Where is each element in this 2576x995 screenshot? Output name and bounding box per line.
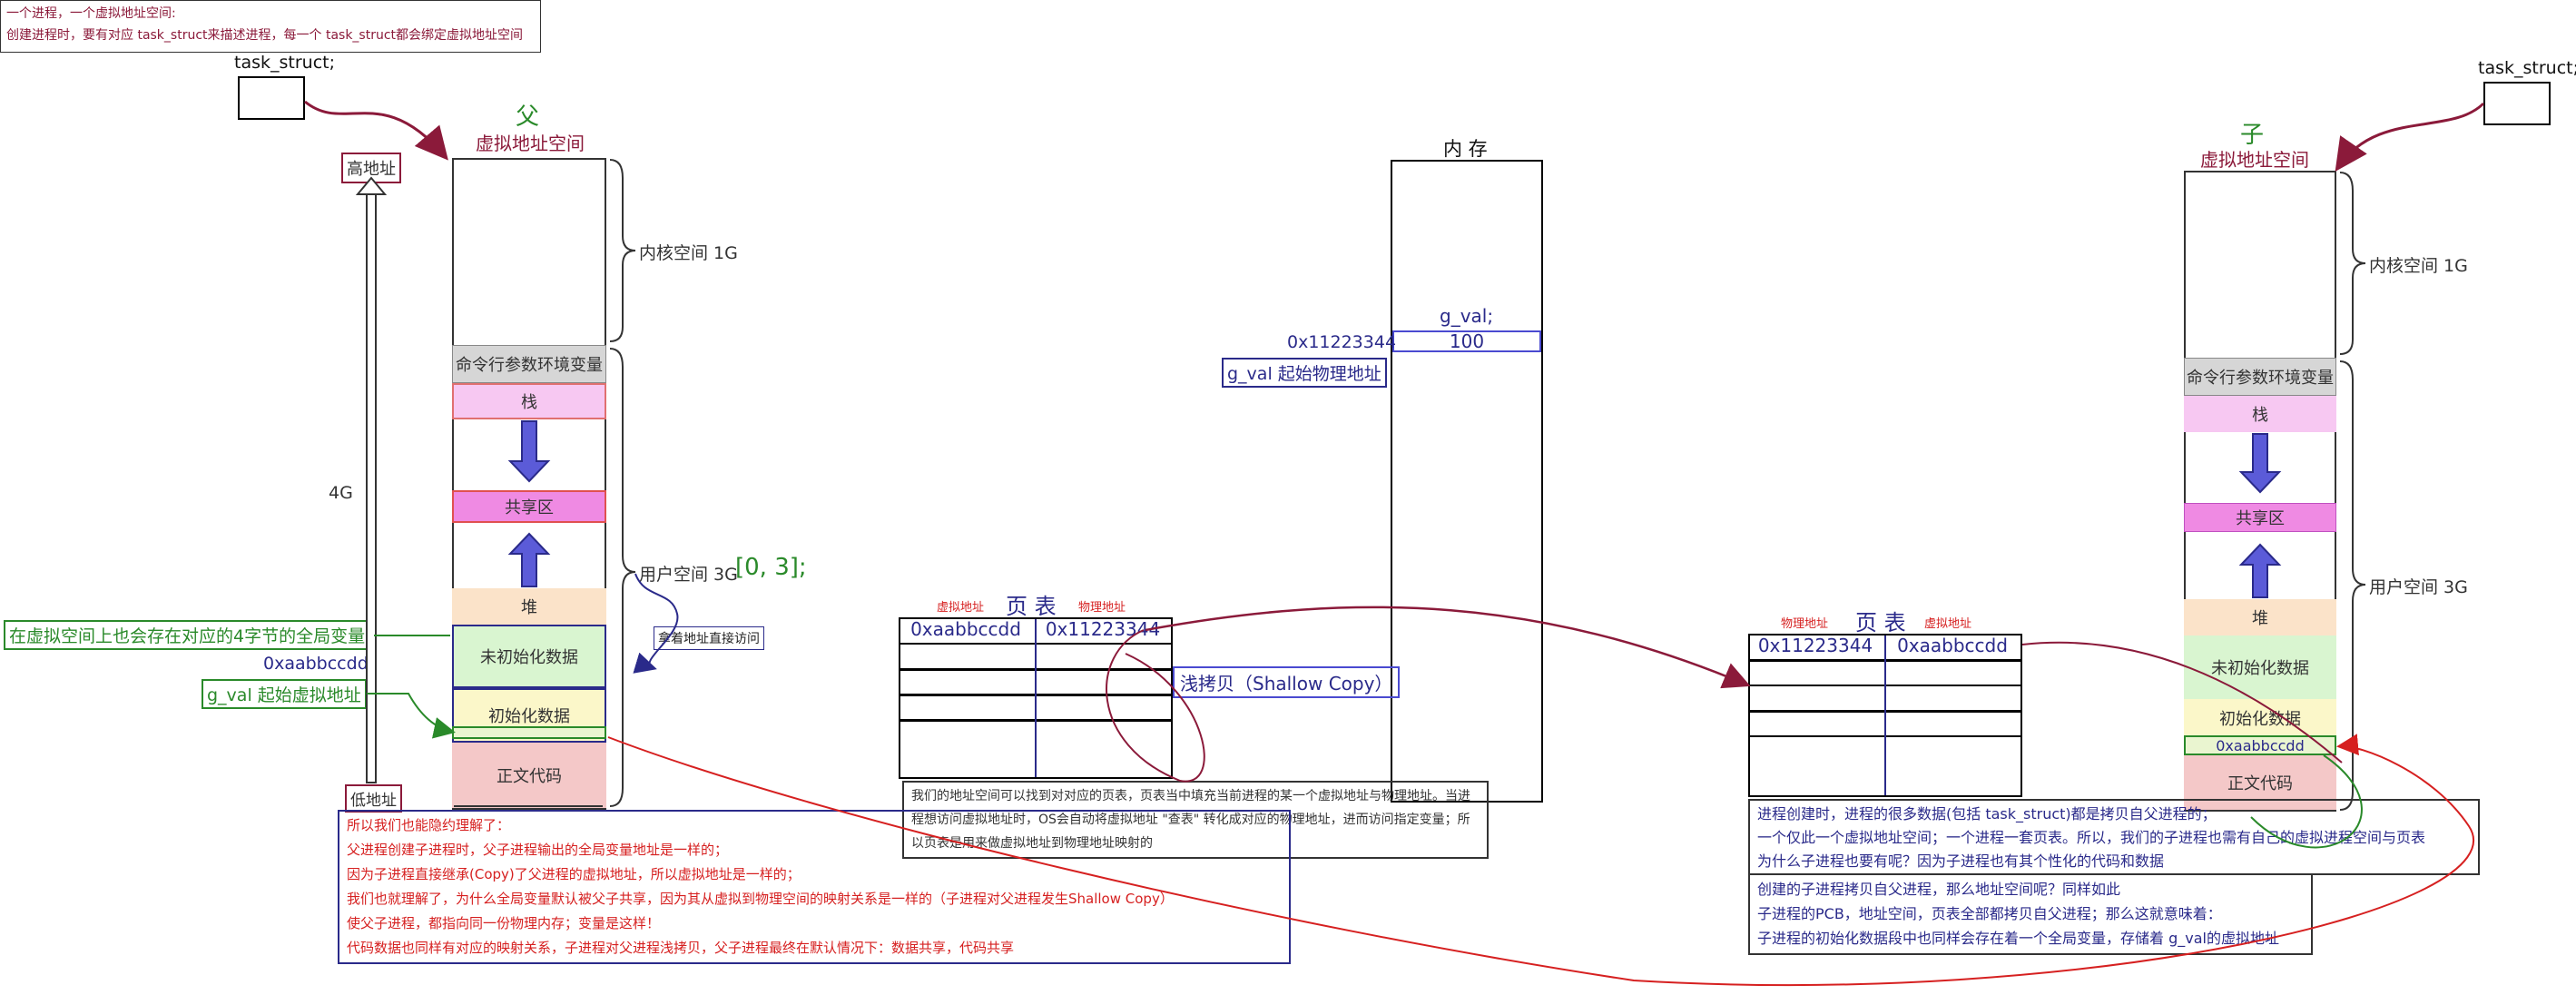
parent-task-link — [304, 100, 448, 161]
parent-title-top: 父 — [516, 103, 540, 131]
rn1-line-2: 为什么子进程也要有呢？因为子进程也有其个性化的代码和数据 — [1757, 852, 2165, 870]
direct-access-note: 拿着地址直接访问 — [654, 626, 764, 650]
child-vaddr-slot: 0xaabbccdd — [2184, 735, 2336, 755]
parent-vaddr: 0xaabbccdd — [263, 654, 369, 674]
pt-right-table — [1748, 634, 2022, 797]
child-kernel-brace — [2339, 172, 2366, 355]
right-note-1: 进程创建时，进程的很多数据(包括 task_struct)都是拷贝自父进程的； … — [1748, 799, 2480, 875]
child-task-struct-box — [2483, 82, 2551, 125]
pt-right-col-physical: 物理地址 — [1781, 617, 1829, 631]
pt-left-col-physical: 物理地址 — [1078, 601, 1126, 615]
pt-right-row-physical: 0x11223344 — [1757, 635, 1873, 656]
rn2-line-0: 创建的子进程拷贝自父进程，那么地址空间呢？同样如此 — [1757, 881, 2121, 898]
child-seg-uninit: 未初始化数据 — [2184, 635, 2336, 699]
parent-seg-stack: 栈 — [452, 383, 606, 419]
bl-note-line-0: 所以我们也能隐约理解了： — [347, 817, 511, 833]
bl-note-line-4: 使父子进程，都指向同一份物理内存；变量是这样！ — [347, 915, 661, 931]
direct-access-arrow — [633, 573, 679, 674]
child-seg-init: 初始化数据 — [2184, 699, 2336, 739]
child-task-link — [2335, 102, 2485, 172]
parent-user-label: 用户空间 3G — [639, 565, 738, 585]
bl-note-line-5: 代码数据也同样有对应的映射关系，子进程对父进程浅拷贝，父子进程最终在默认情况下：… — [347, 940, 1015, 956]
rn1-line-0: 进程创建时，进程的很多数据(包括 task_struct)都是拷贝自父进程的； — [1757, 805, 2217, 823]
low-address-label: 低地址 — [345, 784, 402, 813]
global-var-note: 在虚拟空间上也会存在对应的4字节的全局变量 — [4, 620, 371, 650]
parent-task-struct-box — [238, 76, 305, 120]
bl-note-line-1: 父进程创建子进程时，父子进程输出的全局变量地址是一样的； — [347, 842, 729, 858]
parent-seg-uninit: 未初始化数据 — [452, 625, 606, 688]
top-note-line2: 创建进程时，要有对应 task_struct来描述进程，每一个 task_str… — [6, 28, 524, 43]
rn2-line-1: 子进程的PCB，地址空间，页表全部都拷贝自父进程；那么这就意味着： — [1757, 905, 2222, 922]
parent-seg-env: 命令行参数环境变量 — [452, 345, 606, 383]
bl-note-line-2: 因为子进程直接继承(Copy)了父进程的虚拟地址，所以虚拟地址是一样的； — [347, 866, 801, 882]
child-user-brace — [2339, 360, 2366, 811]
size-4g-label: 4G — [329, 483, 353, 503]
pt-left-row-virtual: 0xaabbccdd — [910, 618, 1021, 640]
pt-right-row-virtual: 0xaabbccdd — [1897, 635, 2008, 656]
parent-title-bottom: 虚拟地址空间 — [476, 133, 585, 154]
right-note-2: 创建的子进程拷贝自父进程，那么地址空间呢？同样如此 子进程的PCB，地址空间，页… — [1748, 873, 2313, 955]
rn1-line-1: 一个仅此一个虚拟地址空间；一个进程一套页表。所以，我们的子进程也需有自己的虚拟进… — [1757, 829, 2426, 846]
memory-box — [1391, 160, 1543, 803]
parent-gval-slot — [452, 726, 606, 739]
gval-vaddr-label: g_val 起始虚拟地址 — [202, 679, 367, 709]
memory-gval: g_val; — [1440, 305, 1494, 327]
parent-user-brace — [609, 348, 636, 807]
child-title-top: 子 — [2240, 122, 2265, 149]
gval-vaddr-link — [367, 693, 456, 739]
child-seg-stack: 栈 — [2184, 396, 2336, 432]
pt-left-table — [899, 617, 1173, 779]
memory-title: 内 存 — [1443, 138, 1488, 160]
top-note: 一个进程，一个虚拟地址空间: 创建进程时，要有对应 task_struct来描述… — [0, 0, 541, 53]
child-kernel-label: 内核空间 1G — [2369, 256, 2468, 276]
parent-seg-heap: 堆 — [452, 588, 606, 625]
bl-note-line-3: 我们也就理解了，为什么全局变量默认被父子共享，因为其从虚拟到物理空间的映射关系是… — [347, 891, 1174, 907]
pt-left-col-virtual: 虚拟地址 — [937, 601, 985, 615]
parent-task-struct-label: task_struct; — [234, 53, 335, 73]
pt-right-title: 页 表 — [1855, 610, 1906, 635]
pt-left-title: 页 表 — [1006, 594, 1057, 619]
parent-seg-shared: 共享区 — [452, 490, 606, 523]
parent-kernel-brace — [609, 159, 636, 342]
pt-left-row-physical: 0x11223344 — [1045, 618, 1161, 640]
child-title-bottom: 虚拟地址空间 — [2200, 149, 2309, 171]
parent-seg-text: 正文代码 — [452, 743, 606, 808]
memory-paddr: 0x11223344 — [1287, 332, 1397, 352]
child-seg-heap: 堆 — [2184, 599, 2336, 635]
child-user-label: 用户空间 3G — [2369, 577, 2468, 597]
shallow-copy-label: 浅拷贝（Shallow Copy） — [1173, 666, 1401, 698]
top-note-line1: 一个进程，一个虚拟地址空间: — [6, 6, 176, 21]
rn2-line-2: 子进程的初始化数据段中也同样会存在着一个全局变量，存储着 g_val的虚拟地址 — [1757, 930, 2279, 947]
gval-paddr-label: g_val 起始物理地址 — [1222, 358, 1387, 388]
bottom-left-note: 所以我们也能隐约理解了： 父进程创建子进程时，父子进程输出的全局变量地址是一样的… — [338, 810, 1291, 964]
pt-right-col-virtual: 虚拟地址 — [1924, 617, 1972, 631]
high-address-label: 高地址 — [341, 153, 401, 183]
memory-value-cell: 100 — [1392, 330, 1541, 352]
child-seg-shared: 共享区 — [2184, 503, 2336, 532]
child-seg-env: 命令行参数环境变量 — [2184, 358, 2336, 396]
parent-range-label: [0, 3]; — [735, 554, 807, 581]
parent-kernel-label: 内核空间 1G — [639, 243, 738, 263]
child-task-struct-label: task_struct; — [2478, 58, 2576, 78]
addr-range-arrow-shaft — [366, 188, 377, 783]
